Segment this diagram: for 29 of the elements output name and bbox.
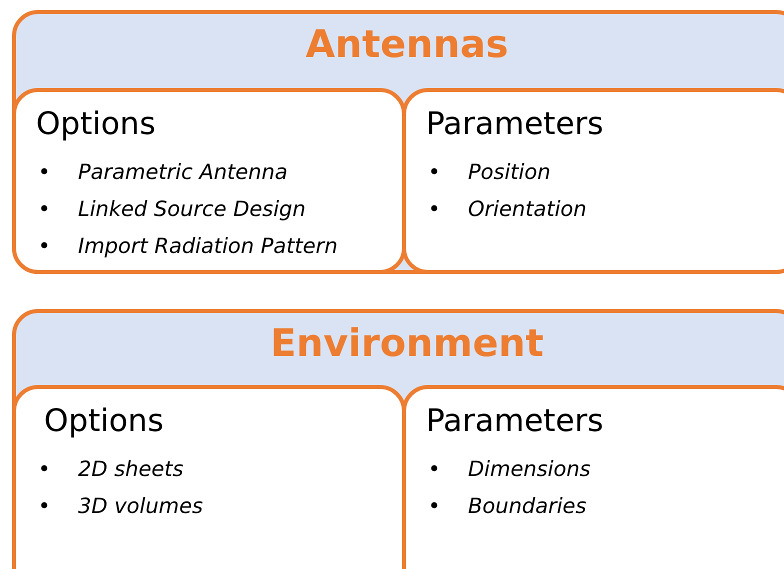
bullet-marker: • xyxy=(38,159,50,186)
bullet-item: Parametric Antenna xyxy=(78,159,288,186)
bullet-marker: • xyxy=(428,493,440,520)
bullet-item: 3D volumes xyxy=(78,493,203,520)
bullet-item: Orientation xyxy=(468,196,587,223)
bullet-item: Linked Source Design xyxy=(78,196,306,223)
bullet-marker: • xyxy=(428,196,440,223)
card-heading: Options xyxy=(36,106,156,142)
bullet-marker: • xyxy=(38,233,50,260)
bullet-marker: • xyxy=(38,456,50,483)
bullet-item: Position xyxy=(468,159,551,186)
panel-title: Environment xyxy=(270,321,544,365)
content-card xyxy=(402,385,784,569)
bullet-item: 2D sheets xyxy=(78,456,184,483)
card-heading: Parameters xyxy=(426,106,604,142)
bullet-item: Boundaries xyxy=(468,493,586,520)
bullet-marker: • xyxy=(428,159,440,186)
bullet-marker: • xyxy=(428,456,440,483)
bullet-marker: • xyxy=(38,196,50,223)
content-card xyxy=(12,88,406,274)
card-heading: Parameters xyxy=(426,403,604,439)
bullet-item: Import Radiation Pattern xyxy=(78,233,338,260)
bullet-marker: • xyxy=(38,493,50,520)
group-panel xyxy=(12,309,784,569)
bullet-item: Dimensions xyxy=(468,456,591,483)
card-heading: Options xyxy=(44,403,164,439)
group-panel xyxy=(12,10,784,274)
content-card xyxy=(402,88,784,274)
panel-title: Antennas xyxy=(306,22,508,66)
